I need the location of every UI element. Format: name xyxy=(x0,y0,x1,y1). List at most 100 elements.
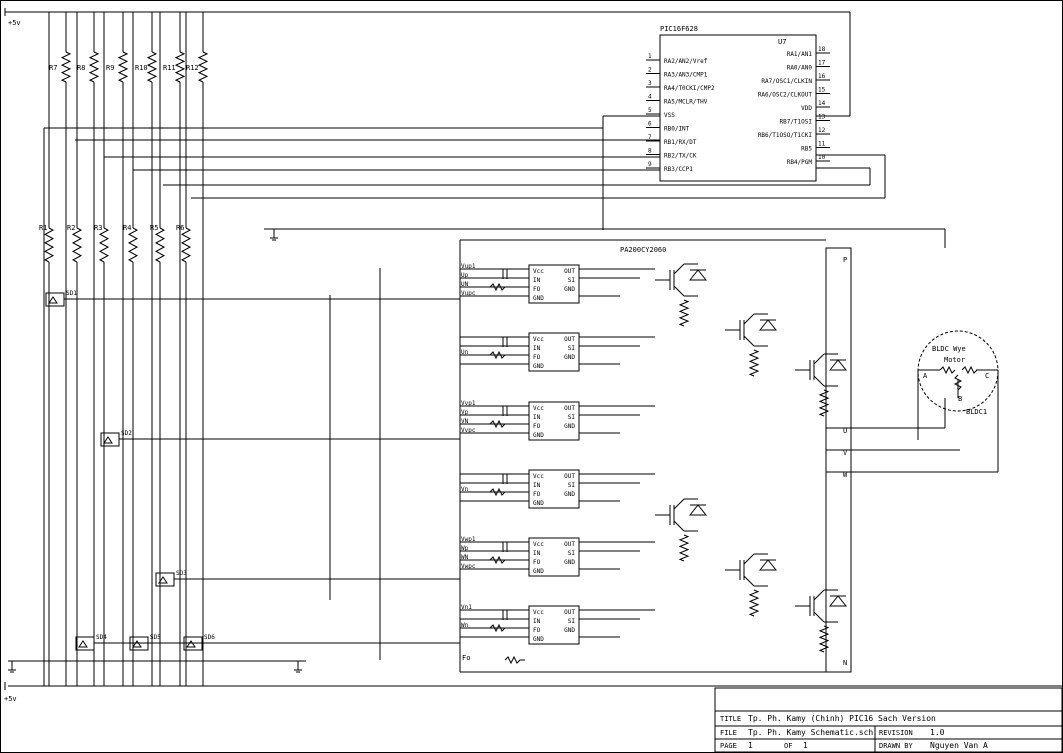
resistor-label: R6 xyxy=(176,224,184,232)
gate-drivers: VccINFOGNDOUTSIGNDVup1UpUNVupcVccINFOGND… xyxy=(460,263,655,645)
driver-input-label: Up xyxy=(461,272,469,279)
ipm-terminal-v: V xyxy=(843,449,848,457)
igbt-2 xyxy=(725,313,778,377)
driver-pin-in: IN xyxy=(533,414,541,421)
resistor-label: R1 xyxy=(39,224,47,232)
resistor-r4 xyxy=(127,227,139,263)
mcu-pin-number: 1 xyxy=(648,53,652,60)
driver-pin-gnd2: GND xyxy=(564,286,575,293)
driver-pin-si: SI xyxy=(568,345,576,352)
driver-input-label: Vupc xyxy=(461,290,476,297)
driver-pin-out: OUT xyxy=(564,405,575,412)
mcu-pin-number: 8 xyxy=(648,148,652,155)
driver-pin-gnd: GND xyxy=(533,295,544,302)
mcu-pin-name: RB0/INT xyxy=(664,126,690,133)
file-value: Tp. Ph. Kamy Schematic.sch xyxy=(748,728,873,737)
mcu-pin-name: RA6/OSC2/CLKOUT xyxy=(758,92,813,99)
driver-pin-fo: FO xyxy=(533,423,541,430)
driver-pin-gnd2: GND xyxy=(564,559,575,566)
driver-pin-out: OUT xyxy=(564,336,575,343)
mcu-pin-name: RA5/MCLR/THV xyxy=(664,99,708,106)
driver-input-label: Wn xyxy=(461,622,469,629)
driver-pin-out: OUT xyxy=(564,609,575,616)
mcu-pin-name: RB3/CCP1 xyxy=(664,166,693,173)
driver-pin-in: IN xyxy=(533,277,541,284)
hall-sensor-label: SD3 xyxy=(176,570,187,577)
resistor-label: R12 xyxy=(186,64,199,72)
mcu-pin-name: RA1/AN1 xyxy=(787,51,813,58)
driver-pin-vcc: Vcc xyxy=(533,405,544,412)
mcu-pin-number: 11 xyxy=(818,141,826,148)
ipm-terminal-p: P xyxy=(843,256,847,264)
driver-body xyxy=(528,537,580,577)
resistor-r3 xyxy=(98,227,110,263)
driver-pin-vcc: Vcc xyxy=(533,268,544,275)
mcu-part-label: PIC16F628 xyxy=(660,25,698,33)
mcu-pin-name: RB2/TX/CK xyxy=(664,153,697,160)
resistor-r2 xyxy=(71,227,83,263)
ground-symbol xyxy=(264,228,286,241)
mcu-pin-number: 2 xyxy=(648,67,652,74)
driver-body xyxy=(528,332,580,372)
driver-pin-in: IN xyxy=(533,345,541,352)
mcu-chip: PIC16F628 U7 1RA2/AN2/Vref2RA3/AN3/CMP13… xyxy=(646,25,830,182)
driver-body xyxy=(528,469,580,509)
ipm-part-label: PA200CY2060 xyxy=(620,246,666,254)
drawn-label: DRAWN BY xyxy=(879,742,914,750)
driver-pin-si: SI xyxy=(568,414,576,421)
mcu-pin-number: 16 xyxy=(818,73,826,80)
resistor-r1 xyxy=(43,227,55,263)
igbt-1 xyxy=(655,263,708,327)
ipm-terminal-strip xyxy=(825,247,852,673)
resistor-r11 xyxy=(174,51,186,83)
hall-sensor-label: SD2 xyxy=(121,430,132,437)
revision-label: REVISION xyxy=(879,729,913,737)
driver-input-label: Vwpc xyxy=(461,563,476,570)
resistor-label: R2 xyxy=(67,224,75,232)
mcu-pin-number: 9 xyxy=(648,161,652,168)
resistor-label: R9 xyxy=(106,64,114,72)
motor-sub: Motor xyxy=(944,356,965,364)
driver-pin-vcc: Vcc xyxy=(533,609,544,616)
driver-input-label: WN xyxy=(461,554,469,561)
ipm-terminal-u: U xyxy=(843,427,847,435)
ipm-terminal-n: N xyxy=(843,659,847,667)
resistor-r12 xyxy=(197,51,209,83)
ground-rail: +5v xyxy=(4,660,1063,703)
mcu-pin-number: 12 xyxy=(818,127,826,134)
mcu-pin-name: VSS xyxy=(664,112,675,119)
motor-name: BLDC Wye xyxy=(932,345,966,353)
mcu-pin-number: 6 xyxy=(648,121,652,128)
mcu-pin-number: 7 xyxy=(648,134,652,141)
motor-phase-a: A xyxy=(923,372,928,380)
of-label: OF xyxy=(784,742,792,750)
driver-pin-gnd: GND xyxy=(533,500,544,507)
driver-input-label: UN xyxy=(461,281,469,288)
driver-pin-out: OUT xyxy=(564,268,575,275)
driver-pin-out: OUT xyxy=(564,541,575,548)
vcc-label-bottom: +5v xyxy=(4,695,17,703)
resistor-label: R7 xyxy=(49,64,57,72)
driver-input-label: VN xyxy=(461,418,469,425)
driver-pin-vcc: Vcc xyxy=(533,541,544,548)
driver-pin-gnd: GND xyxy=(533,363,544,370)
igbt-4 xyxy=(655,498,708,562)
driver-pin-si: SI xyxy=(568,482,576,489)
driver-input-label: Un xyxy=(461,349,469,356)
resistor-r10 xyxy=(146,51,158,83)
mcu-pin-number: 3 xyxy=(648,80,652,87)
driver-pin-out: OUT xyxy=(564,473,575,480)
igbt-5 xyxy=(725,553,778,617)
mcu-pin-name: RB1/RX/DT xyxy=(664,139,697,146)
signal-traces xyxy=(43,115,946,686)
driver-input-label: Vvp1 xyxy=(461,400,476,407)
motor-phase-b: B xyxy=(958,395,962,403)
igbt-switches xyxy=(655,263,848,653)
driver-pin-in: IN xyxy=(533,618,541,625)
vcc-label-top: +5v xyxy=(8,19,21,27)
driver-pin-si: SI xyxy=(568,618,576,625)
